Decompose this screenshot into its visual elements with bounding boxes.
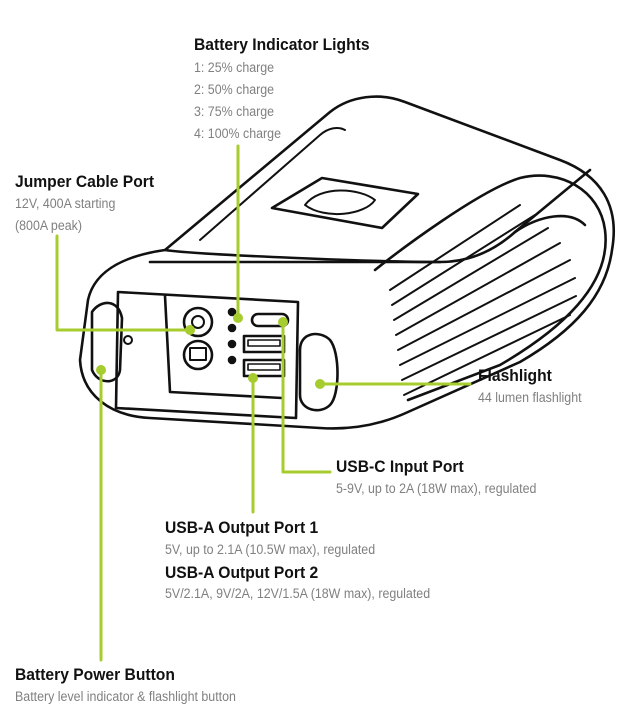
power-button-title: Battery Power Button (15, 665, 175, 684)
battery-indicator-title: Battery Indicator Lights (194, 35, 370, 54)
usb-a1-title: USB-A Output Port 1 (165, 518, 319, 537)
usb-a-port-2 (242, 358, 286, 378)
jumper-cable-line-2: (800A peak) (15, 218, 82, 233)
callout-usb-c (281, 320, 332, 474)
jumper-cable-title: Jumper Cable Port (15, 172, 155, 191)
usb-a-port-1 (242, 334, 286, 354)
usb-c-line-1: 5-9V, up to 2A (18W max), regulated (336, 481, 537, 496)
flashlight-line-1: 44 lumen flashlight (478, 390, 582, 405)
usb-c-title: USB-C Input Port (336, 457, 464, 476)
battery-indicator-line-4: 4: 100% charge (194, 126, 282, 141)
battery-indicator-line-2: 2: 50% charge (194, 82, 275, 97)
top-face-edge (148, 168, 592, 264)
logo-plate (270, 176, 420, 230)
device-body-outline (78, 95, 616, 430)
flashlight-title: Flashlight (478, 366, 552, 385)
usb-a2-title: USB-A Output Port 2 (165, 563, 319, 582)
power-button (90, 301, 124, 383)
usb-a2-line-1: 5V/2.1A, 9V/2A, 12V/1.5A (18W max), regu… (165, 586, 431, 601)
battery-indicator-line-1: 1: 25% charge (194, 60, 275, 75)
battery-indicator-line-3: 3: 75% charge (194, 104, 275, 119)
flashlight-lens (298, 332, 339, 412)
jumper-cable-line-1: 12V, 400A starting (15, 196, 116, 211)
usb-c-port (250, 312, 290, 328)
usb-a1-line-1: 5V, up to 2.1A (10.5W max), regulated (165, 542, 376, 557)
power-button-line-1: Battery level indicator & flashlight but… (15, 689, 236, 704)
callout-jumper-cable (55, 234, 192, 332)
